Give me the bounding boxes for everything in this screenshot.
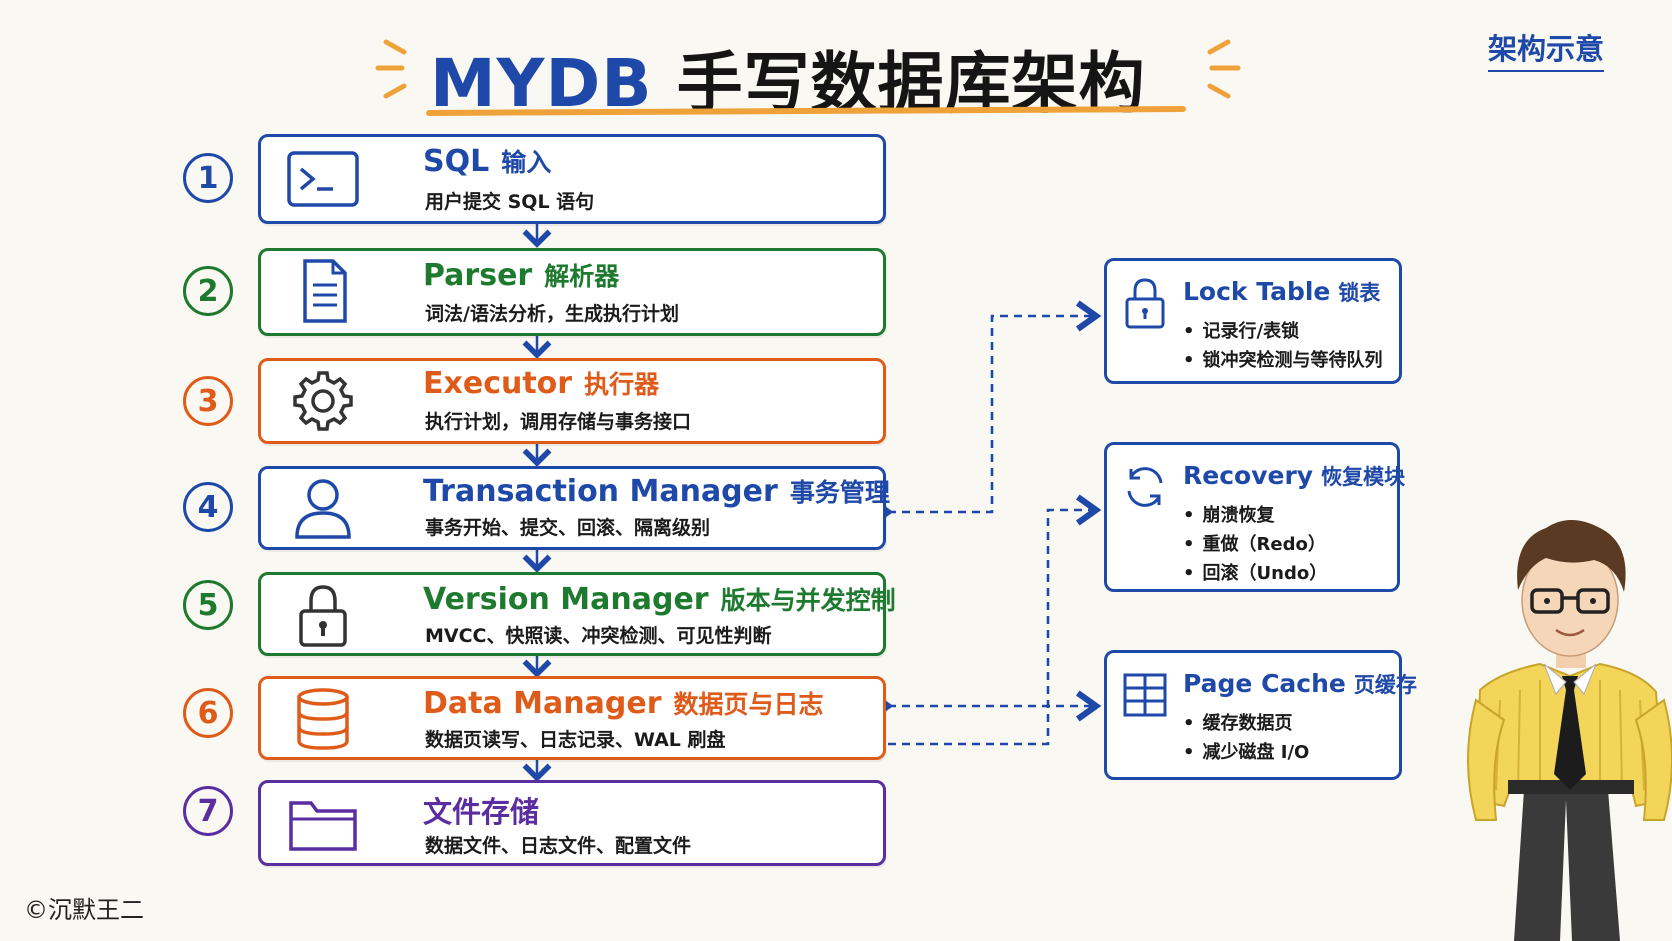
page-cache-module[interactable]: Page Cache 页缓存 缓存数据页 减少磁盘 I/O — [1104, 650, 1417, 780]
step-2-title-zh: 解析器 — [544, 262, 620, 291]
copyright-text: ©沉默王二 — [24, 896, 144, 924]
list-item: 缓存数据页 — [1183, 709, 1309, 738]
step-6-title-zh: 数据页与日志 — [673, 690, 824, 719]
recovery-title-en: Recovery — [1183, 461, 1314, 490]
step-4-title-zh: 事务管理 — [789, 478, 890, 507]
lock-table-module[interactable]: Lock Table 锁表 记录行/表锁 锁冲突检测与等待队列 — [1104, 258, 1402, 384]
database-icon — [285, 687, 361, 751]
lock-table-items: 记录行/表锁 锁冲突检测与等待队列 — [1183, 317, 1383, 375]
page-cache-title-en: Page Cache — [1183, 669, 1346, 698]
step-1-description: 用户提交 SQL 语句 — [425, 191, 595, 213]
step-4-title: Transaction Manager 事务管理 — [423, 473, 890, 509]
step-7-description: 数据文件、日志文件、配置文件 — [425, 835, 692, 857]
step-2-title: Parser 解析器 — [423, 257, 619, 293]
recovery-title-zh: 恢复模块 — [1321, 465, 1406, 489]
list-item: 减少磁盘 I/O — [1183, 738, 1310, 767]
step-7-title: 文件存储 — [423, 789, 539, 831]
step-6-data-manager[interactable]: Data Manager 数据页与日志 数据页读写、日志记录、WAL 刷盘 — [258, 676, 886, 760]
step-3-number: 3 — [183, 376, 233, 426]
step-7-title-zh: 文件存储 — [423, 795, 540, 829]
step-6-description: 数据页读写、日志记录、WAL 刷盘 — [425, 729, 726, 751]
step-5-version-manager[interactable]: Version Manager 版本与并发控制 MVCC、快照读、冲突检测、可见性… — [258, 572, 896, 656]
step-4-description: 事务开始、提交、回滚、隔离级别 — [425, 517, 711, 539]
title-sparkles-right — [1207, 39, 1241, 99]
refresh-icon — [1121, 461, 1169, 513]
grid-icon — [1121, 669, 1169, 721]
lock-table-title-en: Lock Table — [1183, 277, 1331, 306]
connector-tm-locktable — [867, 300, 1102, 528]
step-2-description: 词法/语法分析，生成执行计划 — [425, 303, 679, 325]
step-3-title-zh: 执行器 — [584, 370, 660, 399]
step-7-file-storage[interactable]: 文件存储 数据文件、日志文件、配置文件 — [258, 780, 886, 866]
list-item: 锁冲突检测与等待队列 — [1183, 346, 1383, 375]
recovery-module[interactable]: Recovery 恢复模块 崩溃恢复 重做（Redo） 回滚（Undo） — [1104, 442, 1405, 592]
page-cache-title: Page Cache 页缓存 — [1183, 669, 1417, 699]
architecture-link[interactable]: 架构示意 — [1488, 26, 1605, 72]
page-cache-items: 缓存数据页 减少磁盘 I/O — [1183, 709, 1310, 767]
step-5-number: 5 — [183, 580, 233, 630]
terminal-icon — [285, 147, 361, 211]
page-cache-title-zh: 页缓存 — [1353, 673, 1417, 697]
step-5-title: Version Manager 版本与并发控制 — [423, 581, 896, 617]
user-icon — [285, 477, 361, 541]
step-3-description: 执行计划，调用存储与事务接口 — [425, 411, 692, 433]
step-1-number: 1 — [183, 153, 233, 203]
recovery-items: 崩溃恢复 重做（Redo） 回滚（Undo） — [1183, 501, 1328, 588]
recovery-title: Recovery 恢复模块 — [1183, 461, 1405, 491]
step-3-title-en: Executor — [423, 366, 573, 401]
step-2-parser[interactable]: Parser 解析器 词法/语法分析，生成执行计划 — [258, 248, 886, 336]
step-3-title: Executor 执行器 — [423, 365, 659, 401]
character-illustration — [1467, 520, 1672, 941]
step-1-title-en: SQL — [423, 144, 490, 179]
step-5-description: MVCC、快照读、冲突检测、可见性判断 — [425, 625, 772, 647]
step-6-title: Data Manager 数据页与日志 — [423, 685, 824, 721]
step-6-title-en: Data Manager — [423, 686, 662, 721]
lock-table-title: Lock Table 锁表 — [1183, 277, 1380, 307]
lock-icon — [1121, 277, 1169, 329]
step-6-number: 6 — [183, 688, 233, 738]
folder-icon — [285, 791, 361, 855]
list-item: 重做（Redo） — [1183, 530, 1327, 559]
lock-icon — [285, 583, 361, 647]
step-5-title-zh: 版本与并发控制 — [720, 586, 896, 615]
step-1-title: SQL 输入 — [423, 143, 551, 179]
title-sparkles-left — [375, 39, 407, 99]
connector-dm-recovery — [888, 494, 1102, 746]
gear-icon — [285, 369, 361, 433]
document-icon — [285, 259, 361, 323]
step-4-title-en: Transaction Manager — [423, 474, 778, 509]
step-1-title-zh: 输入 — [501, 148, 552, 177]
step-1-sql-input[interactable]: SQL 输入 用户提交 SQL 语句 — [258, 134, 886, 224]
lock-table-title-zh: 锁表 — [1338, 281, 1381, 305]
step-5-title-en: Version Manager — [423, 582, 709, 617]
step-3-executor[interactable]: Executor 执行器 执行计划，调用存储与事务接口 — [258, 358, 886, 444]
step-4-number: 4 — [183, 482, 233, 532]
list-item: 崩溃恢复 — [1183, 501, 1327, 530]
step-2-number: 2 — [183, 266, 233, 316]
list-item: 记录行/表锁 — [1183, 317, 1383, 346]
step-4-transaction-manager[interactable]: Transaction Manager 事务管理 事务开始、提交、回滚、隔离级别 — [258, 466, 890, 550]
step-2-title-en: Parser — [423, 258, 533, 293]
list-item: 回滚（Undo） — [1183, 559, 1328, 588]
step-7-number: 7 — [183, 786, 233, 836]
